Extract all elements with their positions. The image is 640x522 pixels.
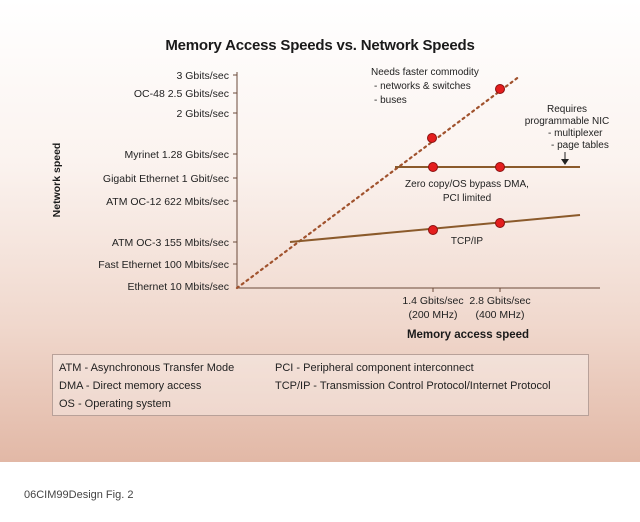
commodity-annotation-item: - networks & switches: [374, 81, 471, 92]
nic-annotation-line: Requires: [547, 104, 587, 115]
nic-annotation-line: programmable NIC: [525, 116, 609, 127]
x-tick-label: (400 MHz): [475, 309, 524, 321]
zerocopy-marker: [495, 162, 505, 172]
legend-atm: ATM - Asynchronous Transfer Mode: [59, 362, 235, 374]
y-tick-label: OC-48 2.5 Gbits/sec: [134, 88, 229, 100]
y-tick-label: Ethernet 10 Mbits/sec: [127, 281, 229, 293]
x-tick-label: (200 MHz): [408, 309, 457, 321]
y-tick-label: 3 Gbits/sec: [176, 70, 229, 82]
y-tick-label: Fast Ethernet 100 Mbits/sec: [98, 259, 229, 271]
y-tick-label: Myrinet 1.28 Gbits/sec: [125, 149, 229, 161]
zerocopy-marker: [428, 162, 438, 172]
abbreviation-legend: ATM - Asynchronous Transfer Mode DMA - D…: [52, 354, 589, 416]
x-tick-label: 2.8 Gbits/sec: [469, 295, 530, 307]
y-tick-label: Gigabit Ethernet 1 Gbit/sec: [103, 173, 229, 185]
nic-annotation-line: - page tables: [551, 140, 609, 151]
y-axis-title: Network speed: [51, 143, 63, 218]
legend-os: OS - Operating system: [59, 398, 171, 410]
y-tick-label: 2 Gbits/sec: [176, 108, 229, 120]
y-tick-group: 3 Gbits/sec OC-48 2.5 Gbits/sec 2 Gbits/…: [98, 70, 237, 293]
tcpip-annotation: TCP/IP: [451, 236, 484, 247]
chart: 3 Gbits/sec OC-48 2.5 Gbits/sec 2 Gbits/…: [51, 67, 609, 341]
legend-tcp: TCP/IP - Transmission Control Protocol/I…: [275, 380, 551, 392]
y-tick-label: ATM OC-12 622 Mbits/sec: [106, 196, 229, 208]
legend-dma: DMA - Direct memory access: [59, 380, 202, 392]
figure-panel: [0, 0, 640, 462]
y-tick-label: ATM OC-3 155 Mbits/sec: [112, 237, 229, 249]
zerocopy-annotation-line: PCI limited: [443, 193, 491, 204]
nic-arrow-head: [561, 159, 569, 165]
tcpip-marker: [428, 225, 438, 235]
legend-pci: PCI - Peripheral component interconnect: [275, 362, 474, 374]
chart-title: Memory Access Speeds vs. Network Speeds: [165, 37, 475, 54]
commodity-marker: [427, 133, 437, 143]
zerocopy-annotation-line: Zero copy/OS bypass DMA,: [405, 179, 529, 190]
commodity-marker: [495, 84, 505, 94]
nic-annotation-line: - multiplexer: [548, 128, 603, 139]
x-tick-label: 1.4 Gbits/sec: [402, 295, 463, 307]
commodity-annotation-title: Needs faster commodity: [371, 67, 479, 78]
tcpip-marker: [495, 218, 505, 228]
x-axis-title: Memory access speed: [407, 329, 529, 341]
figure-caption: 06CIM99Design Fig. 2: [24, 489, 134, 501]
commodity-annotation-item: - buses: [374, 95, 407, 106]
commodity-dotted-line: [235, 74, 522, 290]
